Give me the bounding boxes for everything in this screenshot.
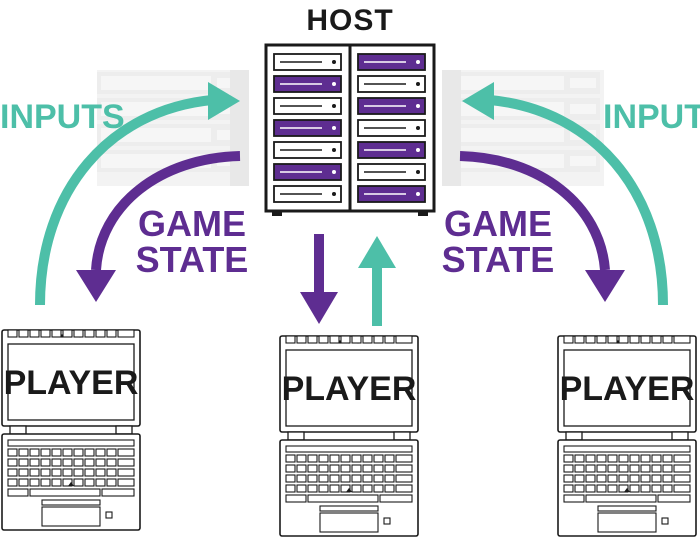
player-label: PLAYER [4, 364, 139, 402]
right-game-state-label-line1: GAME [444, 203, 552, 244]
left-game-state-label-line2: STATE [136, 239, 249, 280]
left-inputs-arrow-icon [35, 82, 240, 306]
left-game-state-label-line1: GAME [138, 203, 246, 244]
left-game-state-arrow-icon [76, 151, 241, 302]
player-laptop-right: PLAYER [558, 336, 696, 536]
player-laptop-left: PLAYER [2, 330, 140, 530]
right-inputs-label: INPUTS [603, 98, 700, 136]
player-label: PLAYER [282, 370, 417, 408]
center-game-state-arrow-icon [300, 234, 338, 324]
right-game-state-arrow-icon [459, 151, 625, 302]
right-inputs-arrow-icon [462, 82, 668, 306]
player-label: PLAYER [560, 370, 695, 408]
laptop-icon [558, 336, 696, 536]
right-game-state-label-line2: STATE [442, 239, 555, 280]
left-inputs-label: INPUTS [0, 98, 125, 136]
host-label: HOST [306, 4, 393, 37]
laptop-icon [280, 336, 418, 536]
laptop-icon [2, 330, 140, 530]
center-inputs-arrow-icon [358, 236, 396, 326]
player-laptop-center: PLAYER [280, 336, 418, 536]
server-rack-icon [264, 43, 436, 216]
